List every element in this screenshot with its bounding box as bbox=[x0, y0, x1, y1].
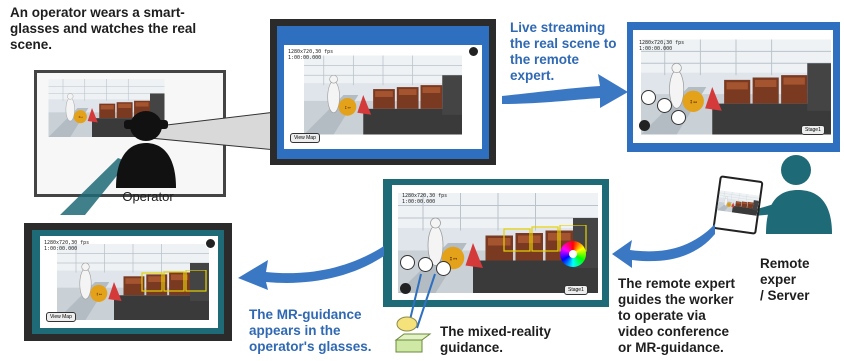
mr-to-operator-arrow bbox=[238, 246, 384, 290]
operator-hud-text: 1280x720,30 fps 1:00:00.000 bbox=[44, 240, 90, 252]
tablet-device bbox=[712, 175, 764, 235]
mr-tool-bubbles bbox=[398, 255, 458, 300]
operator-glasses-screen: 1280x720,30 fps 1:00:00.000 View Map bbox=[40, 236, 218, 328]
mr-stage-label: Stage1 bbox=[564, 285, 588, 295]
live-streaming-caption: Live streaming the real scene to the rem… bbox=[510, 20, 617, 83]
remote-expert-figure bbox=[754, 155, 832, 234]
operator-label: Operator bbox=[122, 189, 174, 204]
glasses-scene-image bbox=[304, 55, 462, 135]
remote-tool-bubbles bbox=[639, 90, 689, 140]
operator-view-map-button[interactable]: View Map bbox=[46, 312, 76, 322]
glasses-hud-text: 1280x720,30 fps 1:00:00.000 bbox=[288, 49, 334, 61]
operator-overlay-boxes bbox=[141, 270, 207, 292]
glasses-corner-icon bbox=[468, 46, 479, 57]
mixed-reality-caption: The mixed-reality guidance. bbox=[440, 324, 552, 355]
view-map-button[interactable]: View Map bbox=[290, 133, 320, 143]
mr-view-screen: 1280x720,30 fps 1:00:00.000 Stage1 bbox=[392, 185, 602, 300]
remote-stage-label: Stage1 bbox=[801, 125, 825, 135]
expert-guides-caption: The remote expert guides the worker to o… bbox=[618, 276, 736, 355]
remote-expert-label: Remote exper / Server bbox=[760, 256, 810, 303]
hand-box-icon bbox=[394, 316, 432, 353]
expert-to-mr-arrow bbox=[612, 224, 715, 268]
glasses-view-screen: 1280x720,30 fps 1:00:00.000 View Map bbox=[284, 45, 482, 149]
remote-view-screen: 1280x720,30 fps 1:00:00.000 Stage1 bbox=[633, 30, 833, 143]
mr-appears-caption: The MR-guidance appears in the operator'… bbox=[249, 307, 372, 354]
operator-figure bbox=[116, 111, 176, 188]
operator-corner-icon bbox=[205, 238, 216, 249]
mr-hud-text: 1280x720,30 fps 1:00:00.000 bbox=[402, 193, 448, 205]
color-wheel-icon[interactable] bbox=[560, 241, 586, 267]
mr-guidance-pointers bbox=[408, 273, 436, 329]
streaming-arrow bbox=[502, 74, 628, 108]
remote-hud-text: 1280x720,30 fps 1:00:00.000 bbox=[639, 40, 685, 52]
operator-description: An operator wears a smart- glasses and w… bbox=[10, 5, 197, 52]
